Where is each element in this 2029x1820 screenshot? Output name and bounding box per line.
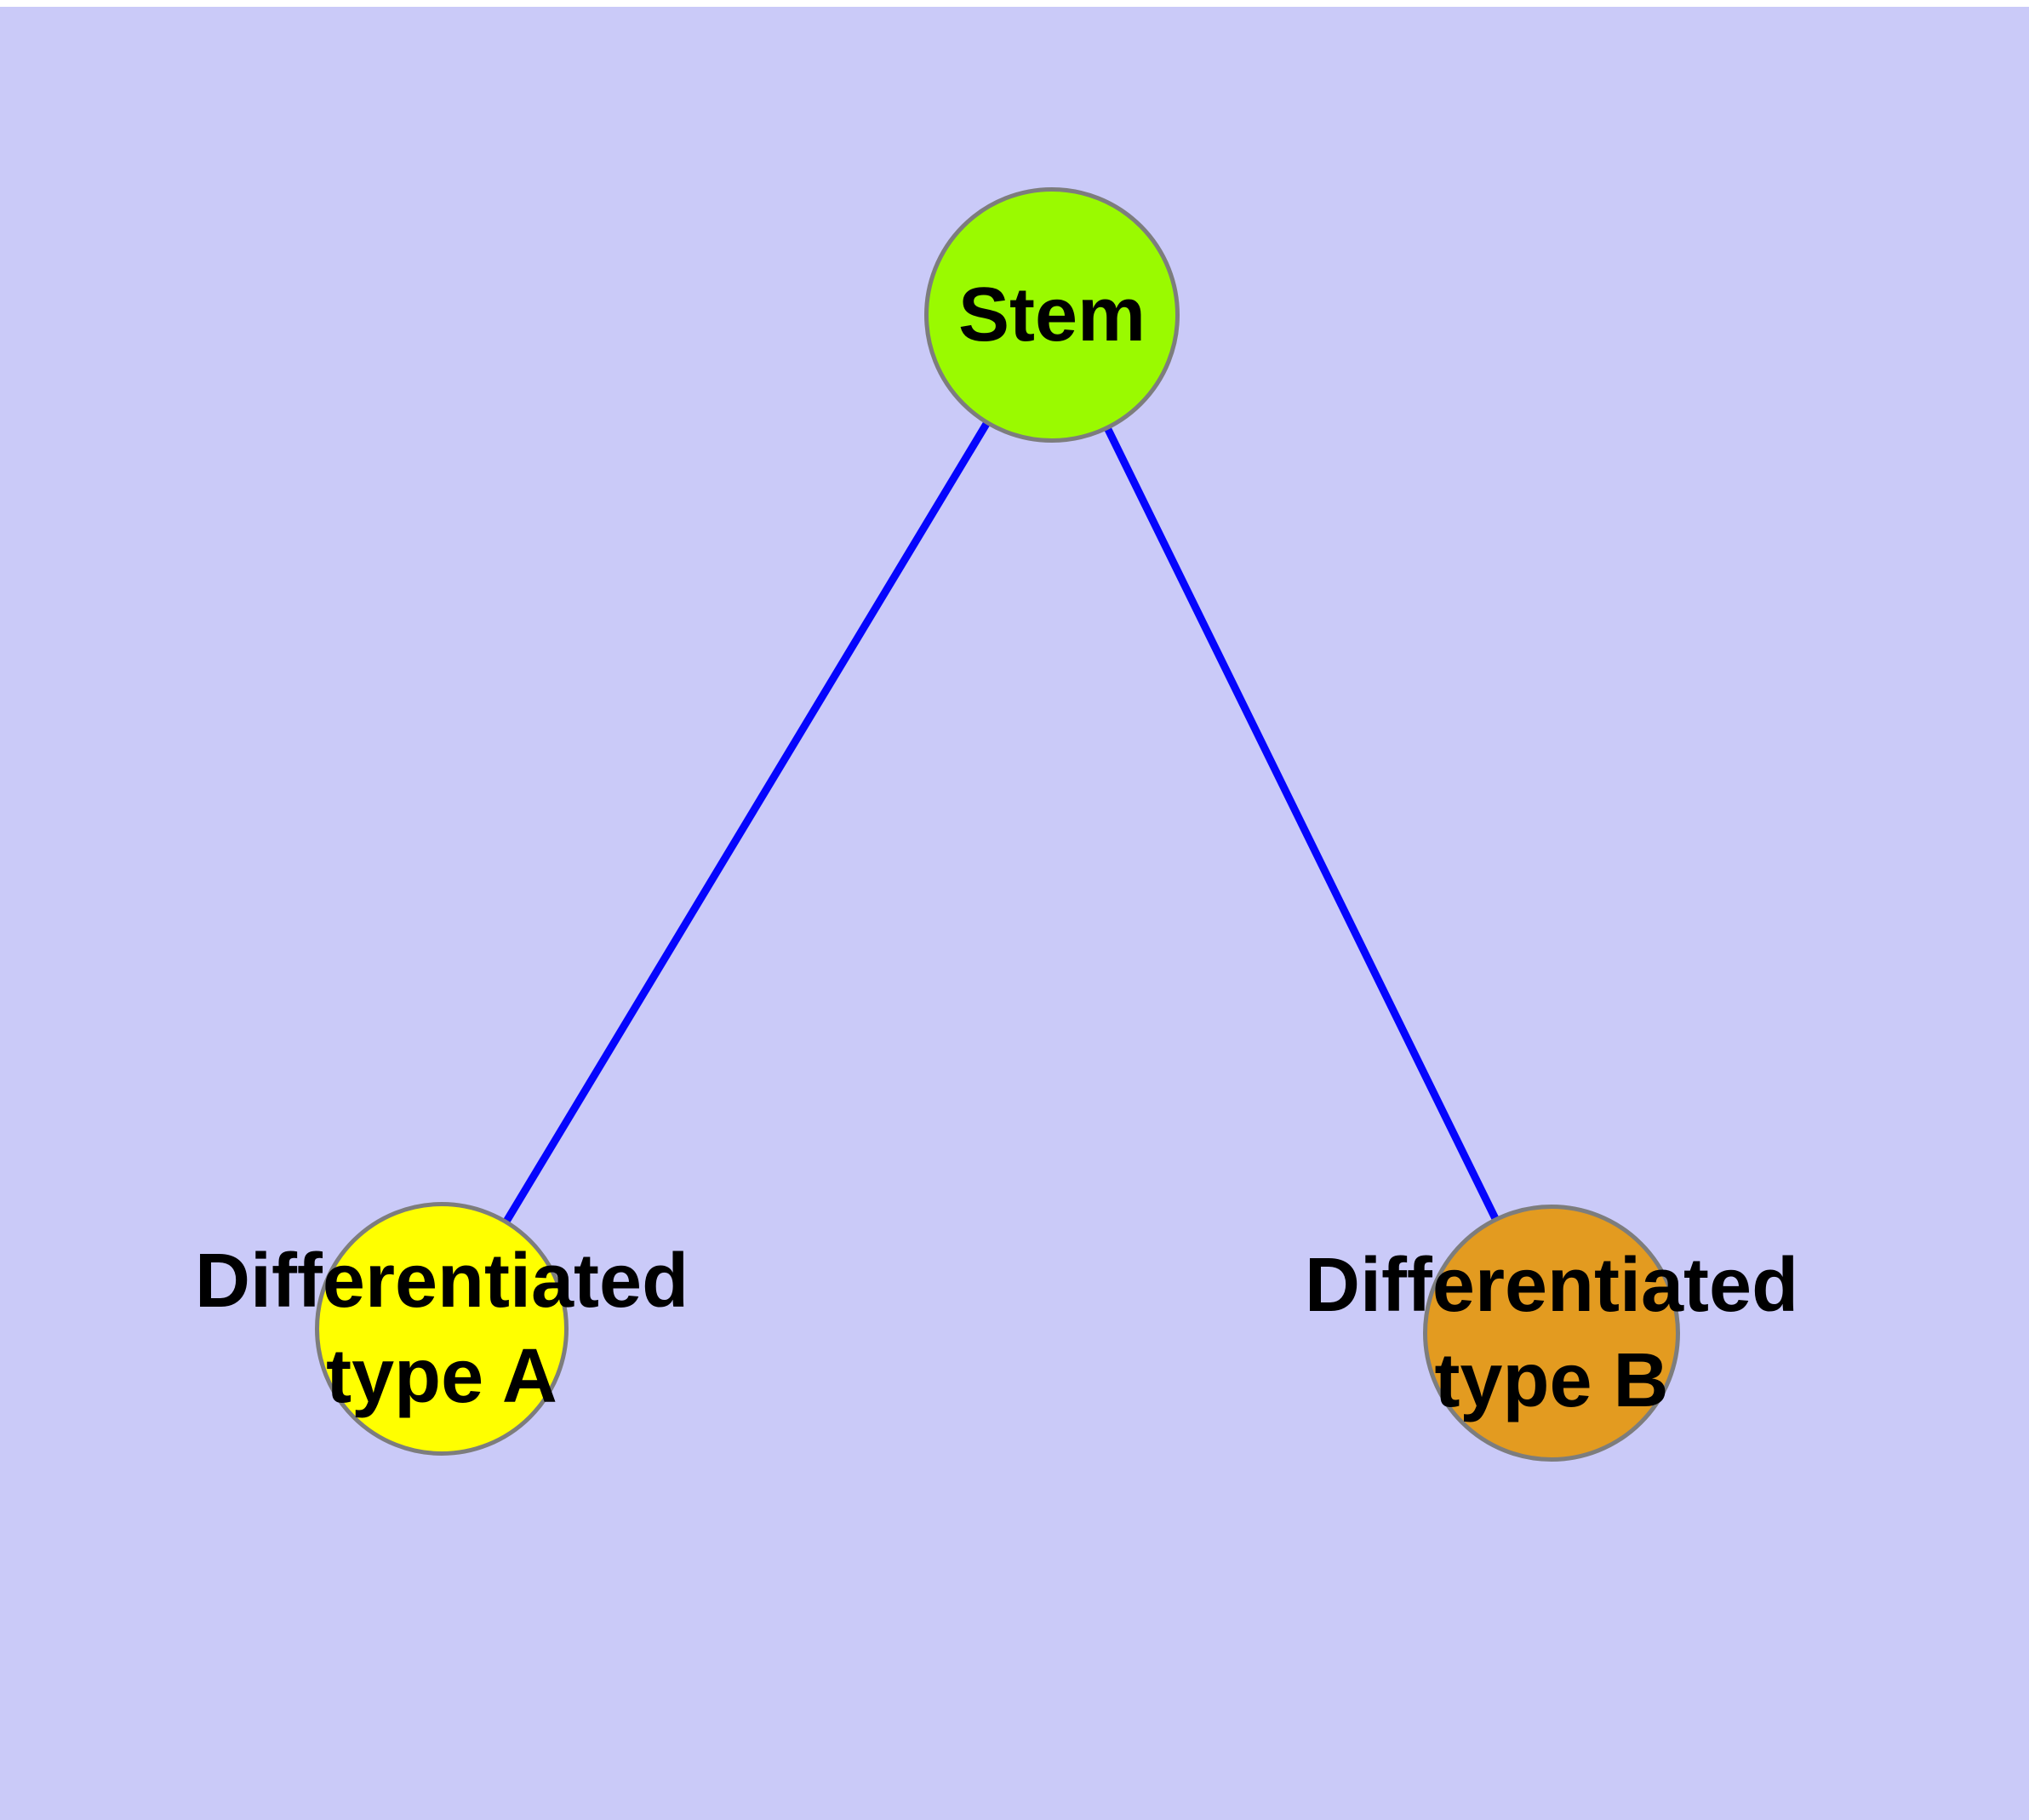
node-differentiated-type-a-label-line-1: Differentiated bbox=[194, 1239, 689, 1324]
node-stem-label: Stem bbox=[958, 267, 1146, 363]
edge-stem-diff-a bbox=[438, 312, 1055, 1331]
node-stem-label-line: Stem bbox=[957, 272, 1146, 358]
edge-stem-diff-b bbox=[1048, 313, 1556, 1335]
node-differentiated-type-b-label-line-1: Differentiated bbox=[1304, 1243, 1799, 1328]
node-differentiated-type-b-circle[interactable] bbox=[1423, 1205, 1680, 1462]
node-stem-circle[interactable] bbox=[924, 187, 1180, 443]
top-margin bbox=[0, 0, 2029, 7]
node-differentiated-type-a-label: Differentiated type A bbox=[195, 1233, 689, 1424]
node-differentiated-type-a-label-line-2: type A bbox=[326, 1334, 557, 1419]
node-differentiated-type-a-circle[interactable] bbox=[315, 1202, 569, 1456]
node-differentiated-type-b-label: Differentiated type B bbox=[1305, 1238, 1798, 1428]
node-differentiated-type-b-label-line-2: type B bbox=[1434, 1338, 1669, 1423]
